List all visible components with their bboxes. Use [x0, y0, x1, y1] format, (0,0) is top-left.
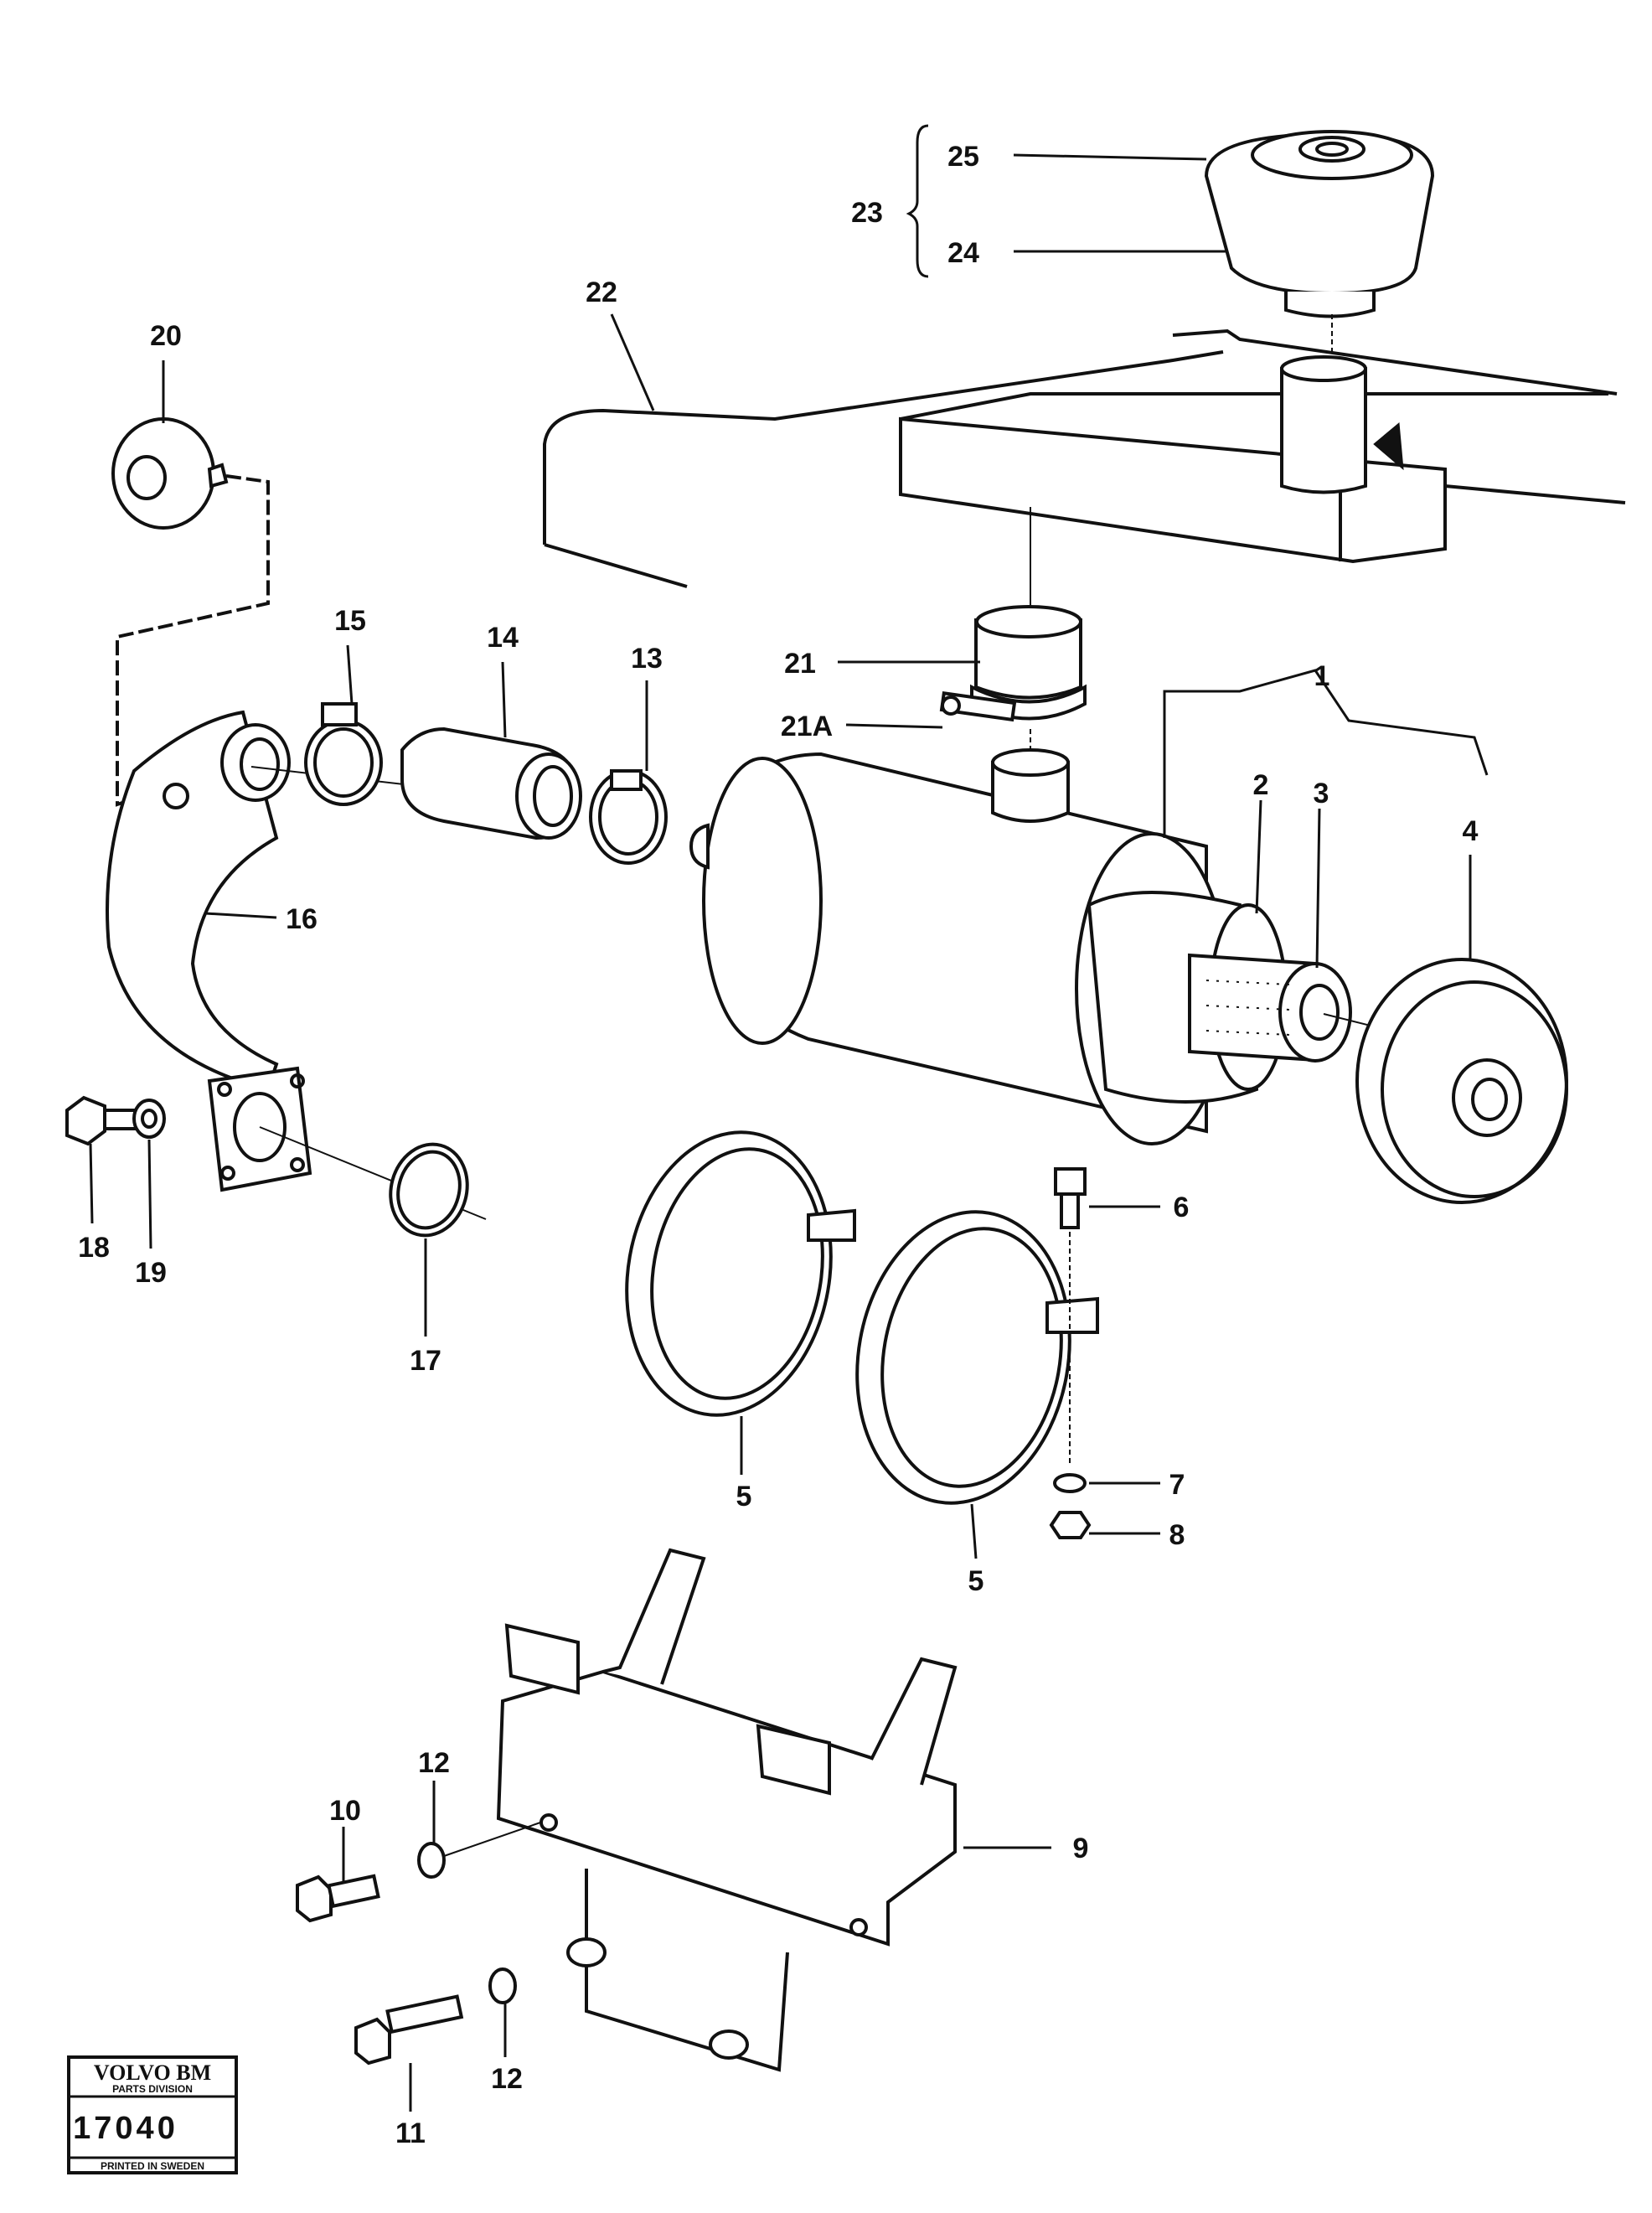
- o-ring: [389, 1142, 469, 1238]
- label-4: 4: [1463, 815, 1479, 847]
- stamp-printed: PRINTED IN SWEDEN: [101, 2160, 204, 2172]
- label-21: 21: [784, 648, 816, 680]
- hood-panel: [543, 328, 1626, 588]
- label-22: 22: [586, 277, 617, 308]
- label-19: 19: [135, 1257, 167, 1289]
- label-2: 2: [1253, 769, 1269, 801]
- label-9: 9: [1073, 1833, 1089, 1864]
- label-10: 10: [329, 1795, 361, 1827]
- part-number-labels: 25 23 24 22 20 15 14 13 21 21A 1 2 3 4 1…: [78, 141, 1478, 2149]
- label-6: 6: [1174, 1192, 1190, 1223]
- label-25: 25: [947, 141, 979, 173]
- label-15: 15: [334, 605, 366, 637]
- elbow-pipe: [106, 710, 312, 1192]
- strap-bolt: [1054, 1167, 1087, 1229]
- label-5a: 5: [736, 1481, 752, 1512]
- leader-lines: [89, 124, 1489, 2112]
- label-18: 18: [78, 1232, 110, 1264]
- label-7: 7: [1169, 1469, 1185, 1501]
- hose-clamp-13: [589, 769, 668, 865]
- label-3: 3: [1314, 778, 1329, 809]
- label-8: 8: [1169, 1519, 1185, 1551]
- bracket-bolt-10: [296, 1874, 380, 1923]
- label-11: 11: [395, 2117, 426, 2149]
- intake-hose: [400, 726, 582, 840]
- mounting-strap-1: [625, 1130, 856, 1417]
- lock-washer-19: [132, 1099, 166, 1139]
- label-12-lower: 12: [491, 2063, 523, 2095]
- label-24: 24: [947, 237, 979, 269]
- label-20: 20: [150, 320, 182, 352]
- washer-12-lower: [488, 1967, 517, 2004]
- label-17: 17: [410, 1345, 441, 1377]
- hose-clamp-15: [304, 702, 383, 806]
- clamp-screw: [939, 690, 1017, 722]
- main-filter-element: [1075, 832, 1288, 1145]
- bracket-bolt-11: [354, 1994, 464, 2066]
- safety-filter-element: [1188, 953, 1352, 1063]
- pre-cleaner-assembly: [1204, 130, 1435, 318]
- stamp-code: 17040: [73, 2111, 178, 2146]
- label-23: 23: [851, 197, 883, 229]
- label-12-upper: 12: [418, 1747, 450, 1779]
- washer-12-upper: [417, 1842, 446, 1879]
- stamp-brand: VOLVO BM: [94, 2060, 211, 2085]
- mounting-strap-2: [855, 1210, 1099, 1505]
- hex-nut: [1049, 1511, 1092, 1539]
- label-1: 1: [1314, 660, 1330, 692]
- label-5b: 5: [968, 1565, 984, 1597]
- connector-sleeve: [970, 605, 1087, 721]
- label-16: 16: [286, 903, 317, 935]
- washer-7: [1053, 1473, 1087, 1493]
- label-21a: 21A: [781, 711, 833, 742]
- mounting-bracket: [496, 1548, 958, 2072]
- end-cover: [1355, 958, 1568, 1204]
- publisher-stamp: VOLVO BM PARTS DIVISION 17040 PRINTED IN…: [67, 2055, 238, 2174]
- label-13: 13: [631, 643, 663, 675]
- label-14: 14: [487, 622, 519, 654]
- stamp-division: PARTS DIVISION: [112, 2083, 193, 2095]
